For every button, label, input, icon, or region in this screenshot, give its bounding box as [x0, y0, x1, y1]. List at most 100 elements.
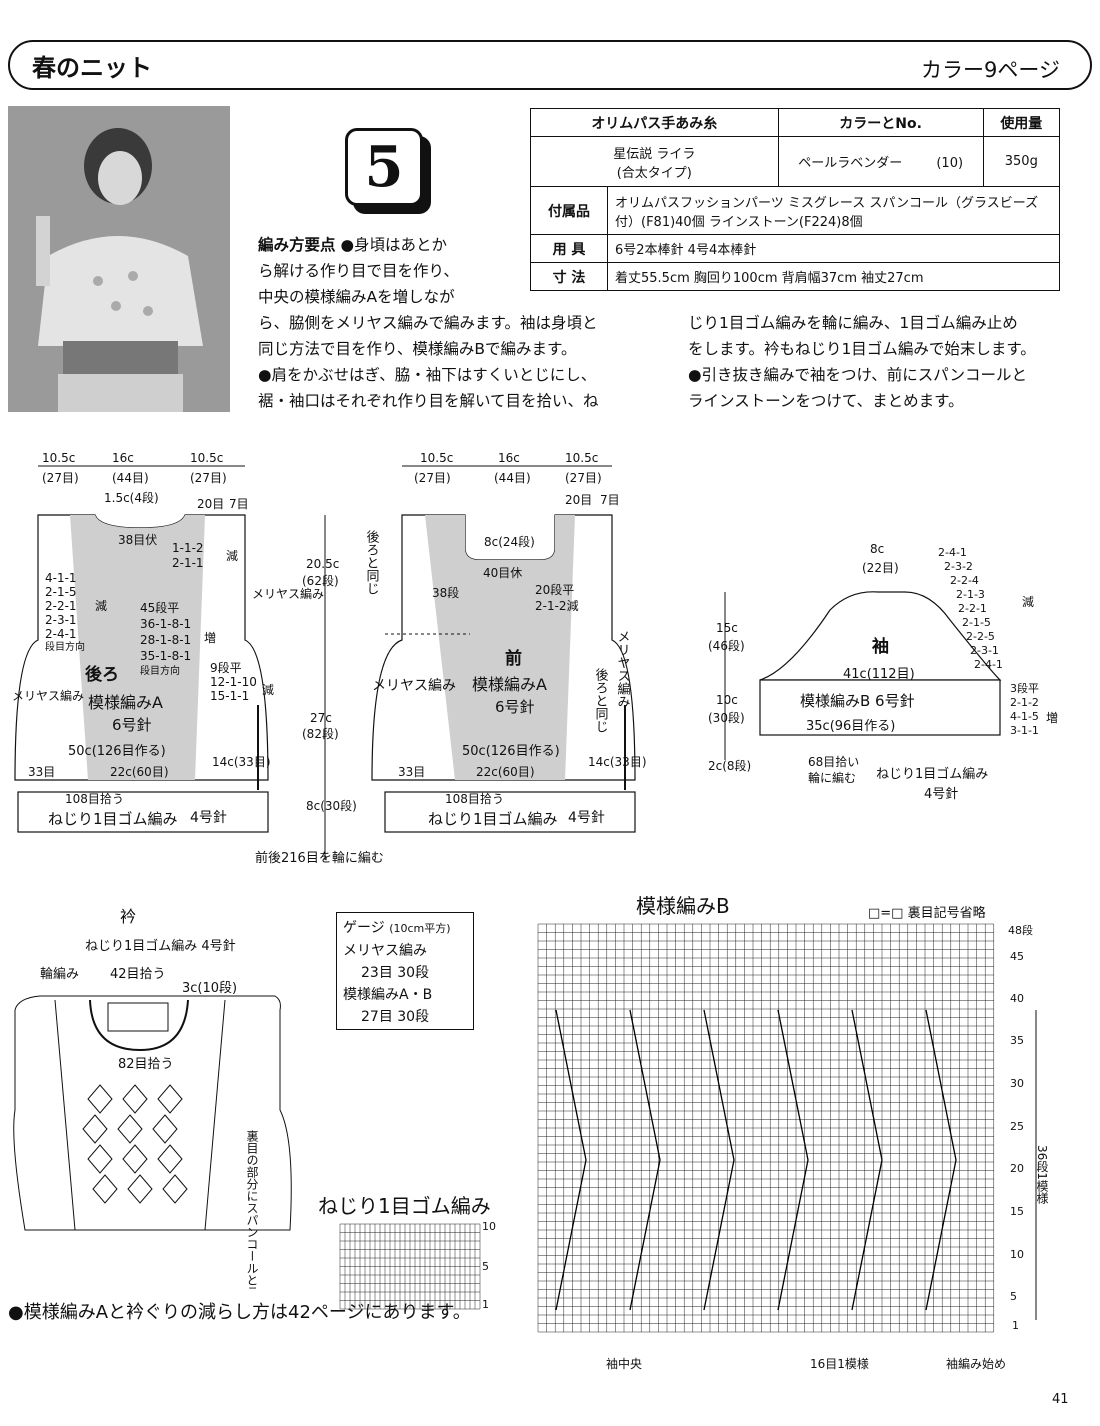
sleeve-rib: ねじり1目ゴム編み	[876, 766, 988, 782]
back-cast-on: 50c(126目作る)	[68, 744, 166, 759]
sleeve-inc-2: 2-1-2	[1010, 696, 1039, 709]
rib-label-bot: 1	[482, 1298, 489, 1311]
front-count-3: (27目)	[565, 471, 602, 485]
back-neck-dec-1: 1-1-2	[172, 541, 204, 555]
chart-b-row-1: 1	[1012, 1319, 1019, 1332]
front-shoulder-1: 20目	[565, 493, 592, 507]
front-side-38: 38段	[432, 585, 459, 600]
back-diagram: 10.5c 16c 10.5c (27目) (44目) (27目) 1.5c(4…	[12, 451, 324, 833]
size-text: 着丈55.5cm 胸回り100cm 背肩幅37cm 袖丈27cm	[607, 262, 1060, 291]
front-neck-dec-1: 20段平	[535, 582, 574, 597]
photo-illustration	[8, 106, 230, 412]
sleeve-rib-height: 2c(8段)	[708, 758, 751, 773]
front-same-as-back: 後ろと同じ	[364, 530, 380, 595]
dim-rib: 8c(30段)	[306, 798, 357, 813]
sleeve-cap-4: 2-1-3	[956, 588, 985, 601]
back-pattern: 模様編みA	[88, 693, 163, 712]
model-photo	[8, 106, 230, 412]
sleeve-top-count: (22目)	[862, 561, 899, 575]
dim-upper-rows: (62段)	[302, 573, 339, 588]
front-bottom-3: 14c(33目)	[588, 755, 647, 769]
collar-title: 衿	[120, 907, 136, 926]
sleeve-inc-word: 増	[1046, 711, 1058, 725]
chart-b-bottom-right: 袖編み始め	[946, 1357, 1007, 1371]
sleeve-cap-rows: (46段)	[708, 638, 745, 653]
instructions-col1: 編み方要点 ●身頃はあとか ら解ける作り目で目を作り、 中央の模様編みAを増しな…	[258, 232, 658, 414]
back-inc-3: 28-1-8-1	[140, 633, 191, 647]
sleeve-body-rows: (30段)	[708, 710, 745, 725]
instr2-line-3: ラインストーンをつけて、まとめます。	[688, 392, 964, 410]
chart-b: 48段 45 40 35 30 25 20 15 10 5 1 36段1模様	[537, 923, 1049, 1333]
header-color: カラーとNo.	[777, 108, 984, 137]
back-arm-dec-word: 減	[95, 598, 107, 613]
front-rib-needle: 4号針	[568, 810, 605, 826]
instr-line-1: ら解ける作り目で目を作り、	[258, 262, 459, 280]
front-dim-3: 10.5c	[565, 451, 598, 465]
chart-b-row-25: 25	[1010, 1120, 1024, 1133]
collar-pick42: 42目拾う	[110, 967, 166, 982]
back-arm-dec-4: 2-3-1	[45, 613, 77, 627]
chart-b-row-20: 20	[1010, 1162, 1024, 1175]
page-number: 41	[1052, 1392, 1069, 1407]
back-neck-dec-word: 減	[226, 548, 238, 563]
chart-b-repeat-stitches: 16目1模様	[810, 1357, 869, 1371]
header-amount: 使用量	[982, 108, 1061, 137]
back-inc-word: 増	[204, 631, 216, 645]
tools-label: 用 具	[530, 234, 608, 263]
collar-note: 裏目の部分にスパンコールとラインストーンをつける	[245, 1129, 259, 1290]
gauge-title: ゲージ	[343, 920, 385, 936]
chart-b-legend: □=□ 裏目記号省略	[868, 906, 986, 921]
garment-diagrams: 10.5c 16c 10.5c (27目) (44目) (27目) 1.5c(4…	[12, 451, 1058, 866]
chart-b-row-15: 15	[1010, 1205, 1024, 1218]
page-title: 春のニット	[32, 54, 152, 82]
front-pattern: 模様編みA	[472, 675, 547, 694]
dim-mid: 27c	[310, 711, 332, 725]
yarn-type: (合太タイプ)	[616, 165, 692, 181]
instructions-col2: じり1目ゴム編みを輪に編み、1目ゴム編み止め をします。衿もねじり1目ゴム編みで…	[688, 310, 1088, 414]
back-dim-3: 10.5c	[190, 451, 223, 465]
chart-b-row-10: 10	[1010, 1248, 1024, 1261]
front-cast-on: 50c(126目作る)	[462, 744, 560, 759]
back-pickup: 108目拾う	[65, 791, 124, 806]
sleeve-inc-1: 3段平	[1010, 681, 1039, 695]
chart-b-row-35: 35	[1010, 1034, 1024, 1047]
sleeve-cap-7: 2-2-5	[966, 630, 995, 643]
back-side-dec-1: 9段平	[210, 660, 242, 675]
color-cell: ペールラベンダー (10)	[777, 136, 984, 187]
front-bottom-1: 33目	[398, 765, 425, 779]
gauge-row2-label: 模様編みA・B	[343, 987, 433, 1003]
front-neck-bind: 40目休	[483, 566, 522, 580]
gauge-box: ゲージ (10cm平方) メリヤス編み 23目 30段 模様編みA・B 27目 …	[336, 912, 474, 1030]
sleeve-cap-9: 2-4-1	[974, 658, 1003, 671]
yarn-cell: 星伝説 ライラ (合太タイプ)	[530, 136, 779, 187]
back-side-dec-word: 減	[262, 682, 274, 697]
sleeve-pattern: 模様編みB 6号針	[800, 692, 915, 710]
back-neck-bind: 38目伏	[118, 533, 157, 547]
back-count-1: (27目)	[42, 471, 79, 485]
front-bottom-2: 22c(60目)	[476, 765, 535, 779]
sleeve-cap-8: 2-3-1	[970, 644, 999, 657]
front-shoulder-2: 7目	[600, 493, 620, 507]
back-neck-depth: 1.5c(4段)	[104, 490, 159, 505]
sleeve-cap-5: 2-2-1	[958, 602, 987, 615]
chart-b-bottom-left: 袖中央	[606, 1357, 643, 1371]
rib-chart-title: ねじり1目ゴム編み	[318, 1194, 491, 1218]
yarn-color: ペールラベンダー	[798, 156, 903, 171]
pattern-number-badge: 5	[345, 128, 423, 206]
sleeve-cap-3: 2-2-4	[950, 574, 979, 587]
chart-b-repeat-rows: 36段1模様	[1035, 1145, 1049, 1204]
instr-line-5: ●肩をかぶせはぎ、脇・袖下はすくいとじにし、	[258, 366, 597, 384]
chart-b-row-5: 5	[1010, 1290, 1017, 1303]
sleeve-body-height: 10c	[716, 693, 738, 707]
sleeve-inc-3: 4-1-5	[1010, 710, 1039, 723]
collar-round: 輪編み	[40, 966, 79, 982]
back-label: 後ろ	[85, 664, 119, 685]
front-diagram: 10.5c 16c 10.5c (27目) (44目) (27目) 20目 7目…	[255, 451, 647, 866]
tools-text: 6号2本棒針 4号4本棒針	[607, 234, 1060, 263]
sleeve-cast-on: 35c(96目作る)	[806, 719, 895, 734]
gauge-row2-vals: 27目 30段	[361, 1009, 430, 1025]
sleeve-inc-4: 3-1-1	[1010, 724, 1039, 737]
gauge-row1-label: メリヤス編み	[343, 943, 427, 959]
sleeve-diagram: 8c (22目) 袖 41c(112目) 模様編みB 6号針 35c(96目作る…	[708, 542, 1058, 802]
back-bottom-1: 33目	[28, 765, 55, 779]
